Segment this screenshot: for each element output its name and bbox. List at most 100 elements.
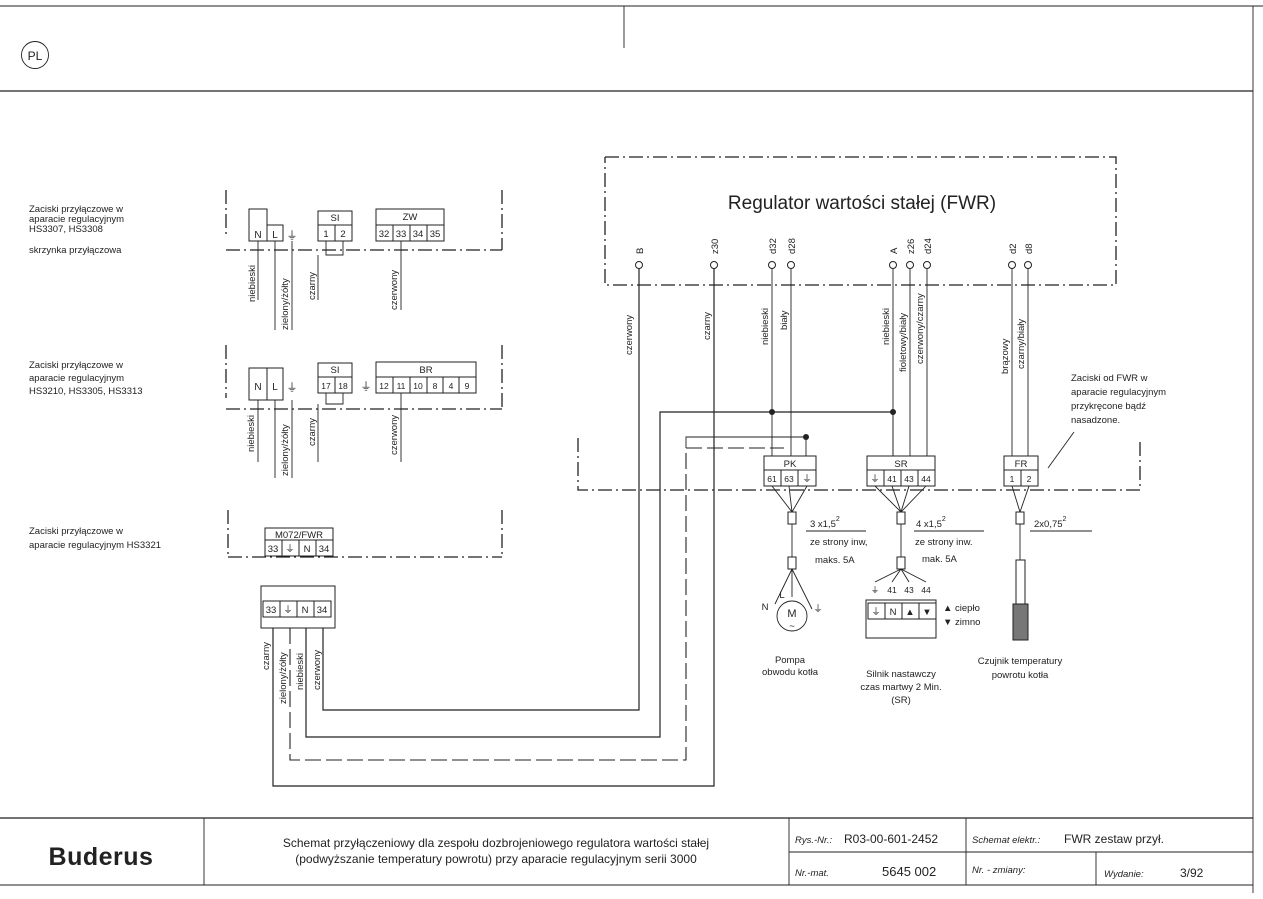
rys-label: Rys.-Nr.: <box>795 835 832 846</box>
fwr-pin-d28: d28 <box>787 238 798 254</box>
group1-nl-block: N L ⏚ <box>248 208 298 242</box>
sr-caption-3: (SR) <box>891 695 911 706</box>
bottom-34: 34 <box>317 605 328 616</box>
fwr-housing: Regulator wartości stałej (FWR) <box>604 156 1117 286</box>
g3-34: 34 <box>319 544 330 555</box>
g2-br-10: 10 <box>413 381 423 391</box>
g1-wire-czerwony: czerwony <box>389 270 400 310</box>
g1-wire-zielony: zielony/żółty <box>280 278 291 330</box>
g2-wire-czerwony: czerwony <box>389 415 400 455</box>
g2-l: L <box>272 382 278 393</box>
g3-33: 33 <box>268 544 279 555</box>
sr-44: 44 <box>921 474 931 484</box>
sr-fuse: mak. 5A <box>922 554 958 565</box>
group2-wires: niebieski zielony/żółty czarny czerwony <box>246 393 402 478</box>
pk-fuse: maks. 5A <box>815 555 855 566</box>
g2-n: N <box>254 382 261 393</box>
g3-ground-icon: ⏚ <box>285 544 295 555</box>
sr-43: 43 <box>904 474 914 484</box>
group1-line2: aparacie regulacyjnym <box>29 214 124 225</box>
fr-caption-2: powrotu kotła <box>992 670 1049 681</box>
note-line2: aparacie regulacyjnym <box>1071 387 1166 398</box>
pk-caption-1: Pompa <box>775 655 806 666</box>
sr-warm: ▲ ciepło <box>943 603 980 614</box>
pk-motor-ac-icon: ~ <box>789 621 795 632</box>
fwr-note: Zaciski od FWR w aparacie regulacyjnym p… <box>1047 373 1166 469</box>
pk-phase: L <box>779 590 784 601</box>
fwr-wire-niebieski-sr: niebieski <box>881 308 892 345</box>
group1-line4: skrzynka przyłączowa <box>29 245 122 256</box>
g1-wire-czarny: czarny <box>307 272 318 300</box>
group3-housing <box>227 510 503 558</box>
group1-housing <box>225 190 503 251</box>
pk-motor-label: M <box>787 608 796 620</box>
cable-runs <box>272 266 896 787</box>
fwr-pin-d32: d32 <box>768 238 779 254</box>
g3-n: N <box>304 544 311 555</box>
footer-desc-2: (podwyższanie temperatury powrotu) przy … <box>295 852 697 866</box>
group1-zw-block: ZW 32 33 34 35 <box>375 208 445 242</box>
g1-ground-icon: ⏚ <box>287 229 298 242</box>
group3-label: Zaciski przyłączowe w aparacie regulacyj… <box>29 526 161 551</box>
group1-label: Zaciski przyłączowe w aparacie regulacyj… <box>29 204 124 256</box>
wyd-label: Wydanie: <box>1104 869 1144 880</box>
g1-l: L <box>272 230 278 241</box>
brand-logo: Buderus <box>49 843 154 871</box>
g1-wire-niebieski: niebieski <box>247 265 258 302</box>
g2-ground-icon: ⏚ <box>287 381 298 394</box>
g2-wire-niebieski: niebieski <box>246 415 257 452</box>
pk-63: 63 <box>784 474 794 484</box>
fwr-wire-fiolet: fioletowy/biały <box>898 313 909 372</box>
group2-nl-block: N L ⏚ <box>248 367 298 401</box>
bottom-wire-czarny: czarny <box>261 642 272 670</box>
g1-n: N <box>254 230 261 241</box>
title-block: Buderus Schemat przyłączeniowy dla zespo… <box>0 818 1253 886</box>
pk-block: PK 61 63 ⏚ M ~ L N ⏚ 3 x1,52 ze strony i… <box>762 455 868 678</box>
country-code: PL <box>28 49 43 63</box>
sr-cold: ▼ zimno <box>943 617 980 628</box>
group2-line1: Zaciski przyłączowe w <box>29 360 123 371</box>
sr-side: ze strony inw. <box>915 537 973 548</box>
fr-2: 2 <box>1027 474 1032 484</box>
g1-zw-title: ZW <box>403 212 418 223</box>
sr-term-up: ▲ <box>905 607 914 618</box>
fwr-wire-brazowy: brązowy <box>1000 338 1011 374</box>
bottom-n: N <box>302 605 309 616</box>
group1-line3: HS3307, HS3308 <box>29 224 103 235</box>
rys-value: R03-00-601-2452 <box>844 832 938 846</box>
g2-si-18: 18 <box>338 381 348 391</box>
g1-zw-32: 32 <box>379 229 390 240</box>
g2-br-12: 12 <box>379 381 389 391</box>
bottom-terminal-block: 33 ⏚ N 34 czarny zielony/żółty niebieski… <box>260 585 336 704</box>
g1-zw-33: 33 <box>396 229 407 240</box>
sr-term-ground-icon: ⏚ <box>871 607 881 618</box>
sr-mpin-44: 44 <box>921 585 931 595</box>
note-line3: przykręcone bądź <box>1071 401 1146 412</box>
fwr-pin-d8: d8 <box>1024 243 1035 254</box>
g2-br-title: BR <box>419 365 432 376</box>
bottom-wire-niebieski: niebieski <box>295 653 306 690</box>
note-line1: Zaciski od FWR w <box>1071 373 1148 384</box>
sr-mpin-43: 43 <box>904 585 914 595</box>
g2-br-4: 4 <box>449 381 454 391</box>
group2-housing <box>225 345 503 410</box>
zmiany-label: Nr. - zmiany: <box>972 865 1026 876</box>
fwr-title: Regulator wartości stałej (FWR) <box>728 193 996 214</box>
group3-line2: aparacie regulacyjnym HS3321 <box>29 540 161 551</box>
schem-value: FWR zestaw przył. <box>1064 832 1164 846</box>
fr-1: 1 <box>1010 474 1015 484</box>
g2-br-ground-icon: ⏚ <box>361 380 372 393</box>
group2-label: Zaciski przyłączowe w aparacie regulacyj… <box>29 360 143 397</box>
fwr-wire-czerwony: czerwony <box>624 315 635 355</box>
group1-wires: niebieski zielony/żółty czarny czerwony <box>247 241 402 330</box>
fwr-pin-z26: z26 <box>906 239 917 254</box>
group2-si-block: SI 17 18 <box>317 362 353 405</box>
fwr-pin-b: B <box>635 248 646 254</box>
g1-si-2: 2 <box>340 229 345 240</box>
g3-title: M072/FWR <box>275 530 323 541</box>
fwr-wires <box>685 269 1029 456</box>
pk-ground-icon: ⏚ <box>802 474 812 485</box>
mat-label: Nr.-mat. <box>795 868 829 879</box>
pk-title: PK <box>784 459 797 470</box>
